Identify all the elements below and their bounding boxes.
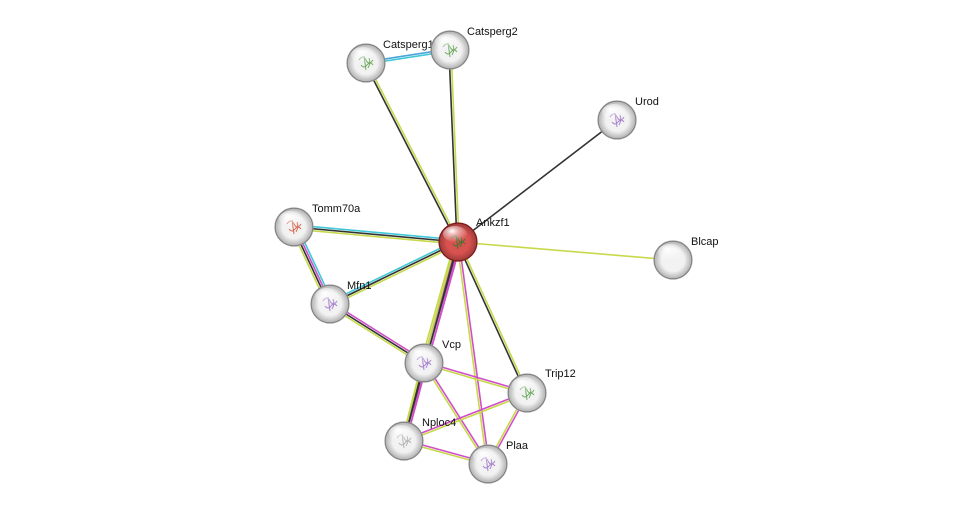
edge-line-yellow [450,49,460,242]
node-highlight [435,34,459,50]
node-catsperg2[interactable]: Catsperg2 [430,26,518,70]
edge-ankzf1-trip12[interactable] [456,241,529,394]
node-ankzf1[interactable]: Ankzf1 [438,217,510,262]
node-label: Blcap [691,236,719,248]
edge-nploc4-trip12[interactable] [403,391,528,443]
node-vcp[interactable]: Vcp [404,339,461,383]
node-tomm70a[interactable]: Tomm70a [274,203,361,247]
edge-line-magenta [403,391,527,441]
node-highlight [315,288,339,304]
node-highlight [473,448,497,464]
edge-line-yellow [330,243,460,307]
node-highlight [351,47,375,63]
node-highlight [443,226,467,242]
node-label: Ankzf1 [476,217,510,229]
edge-mfn1-ankzf1[interactable] [328,239,460,307]
edge-line-magenta [424,362,490,464]
node-highlight [279,211,303,227]
edge-line-cyan [328,239,458,303]
node-blcap[interactable]: Blcap [653,236,719,280]
node-label: Tomm70a [312,203,361,215]
node-label: Mfn1 [347,280,371,292]
node-label: Vcp [442,339,461,351]
node-label: Catsperg2 [467,26,518,38]
edge-line-yellow [293,228,458,245]
node-label: Trip12 [545,368,576,380]
node-catsperg1[interactable]: Catsperg1 [346,39,434,83]
edge-ankzf1-plaa[interactable] [456,241,490,465]
node-plaa[interactable]: Plaa [468,440,529,484]
edge-catsperg1-ankzf1[interactable] [364,62,460,243]
node-highlight [389,425,413,441]
node-label: Urod [635,96,659,108]
node-label: Plaa [506,440,529,452]
edge-line-yellow [366,62,460,242]
edge-line-black [329,241,459,305]
edge-line-black [448,50,458,243]
node-mfn1[interactable]: Mfn1 [310,280,371,324]
node-label: Catsperg1 [383,39,434,51]
edge-line-black [456,242,527,394]
node-highlight [409,347,433,363]
edge-catsperg2-ankzf1[interactable] [448,49,460,243]
edge-line-yellow [456,242,488,465]
node-highlight [512,377,536,393]
node-trip12[interactable]: Trip12 [507,368,576,413]
edge-line-yellow [420,240,456,363]
edge-line-black [457,119,618,243]
edge-line-black [364,63,458,243]
edge-blcap-ankzf1[interactable] [457,241,674,261]
nodes-layer: Ankzf1 Catsperg1 Catsperg2UrodTomm70aBlcap… [274,26,719,484]
edge-line-yellow [458,241,529,393]
edge-line-yellow [404,393,528,443]
edge-line-magenta [458,241,490,464]
edge-line-black [293,226,459,243]
node-label: Nploc4 [422,417,456,429]
edge-line-yellow [457,241,674,261]
node-highlight [658,244,682,260]
edge-line-yellow [422,363,488,465]
edge-urod-ankzf1[interactable] [457,119,618,243]
node-urod[interactable]: Urod [597,96,659,140]
node-highlight [602,104,626,120]
node-nploc4[interactable]: Nploc4 [384,417,456,461]
edge-line-cyan [294,224,459,241]
edge-tomm70a-ankzf1[interactable] [293,224,459,245]
edge-vcp-plaa[interactable] [422,362,490,465]
